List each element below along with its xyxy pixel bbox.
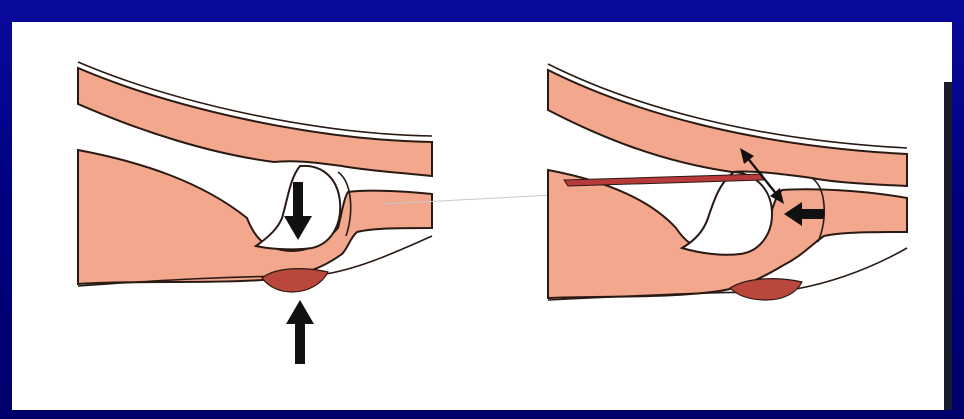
frame-edge-strip [944, 82, 952, 410]
right-panel [548, 64, 907, 300]
joint-diagram [12, 22, 952, 410]
up-arrow-icon [286, 300, 314, 364]
left-upper-tissue [78, 68, 432, 176]
left-bruise-swelling [262, 269, 328, 292]
diagram-frame [12, 22, 952, 410]
right-joint-cartilage [682, 172, 772, 255]
left-panel [78, 62, 432, 364]
